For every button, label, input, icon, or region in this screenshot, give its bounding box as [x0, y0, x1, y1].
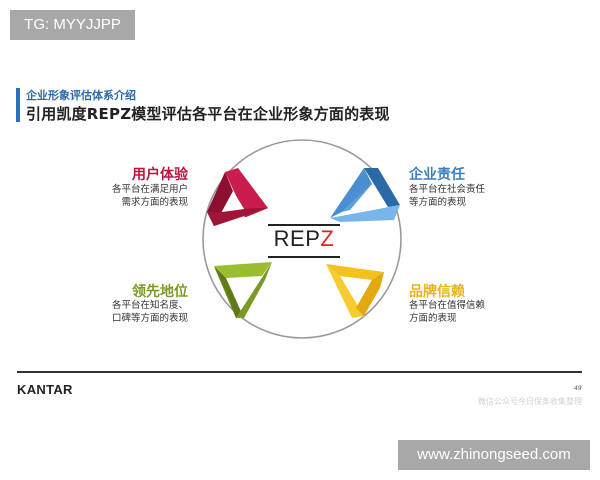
repz-main-text: REP [273, 226, 321, 251]
faint-footer-text: 微信公众号今日保条收集整理 [478, 397, 582, 406]
desc-line: 各平台在满足用户 [111, 184, 188, 195]
repz-accent-text: Z [320, 226, 335, 251]
desc-line: 各平台在值得信赖 [409, 300, 486, 311]
repz-top-rule [268, 224, 340, 226]
yellow-triangle-icon [326, 264, 384, 318]
desc-line: 口碑等方面的表现 [111, 313, 188, 324]
quadrant-title-corporate-responsibility: 企业责任 [409, 167, 465, 183]
quadrant-desc-corporate-responsibility: 各平台在社会责任 等方面的表现 [409, 183, 485, 209]
diagram-circle [202, 139, 402, 339]
desc-line: 等方面的表现 [409, 197, 467, 208]
watermark-top: TG: MYYJJPP [10, 10, 135, 40]
green-triangle-icon [214, 262, 272, 318]
watermark-bottom: www.zhinongseed.com [398, 440, 590, 470]
repz-bottom-rule [268, 256, 340, 258]
kantar-logo: KANTAR [17, 382, 73, 397]
red-triangle-icon [207, 168, 268, 226]
quadrant-title-user-experience: 用户体验 [132, 167, 188, 183]
quadrant-desc-brand-trust: 各平台在值得信赖 方面的表现 [409, 299, 485, 325]
quadrant-desc-user-experience: 各平台在满足用户 需求方面的表现 [88, 183, 188, 209]
quadrant-title-leading-position: 领先地位 [132, 284, 188, 300]
repz-center-label: REPZ [266, 226, 342, 252]
title-accent-bar [16, 88, 20, 122]
blue-triangle-icon [330, 168, 400, 222]
section-subtitle: 企业形象评估体系介绍 [26, 89, 136, 102]
desc-line: 需求方面的表现 [121, 197, 188, 208]
footer-divider [17, 371, 582, 373]
quadrant-desc-leading-position: 各平台在知名度、 口碑等方面的表现 [88, 299, 188, 325]
desc-line: 方面的表现 [409, 313, 457, 324]
quadrant-title-brand-trust: 品牌信赖 [409, 284, 465, 300]
desc-line: 各平台在知名度、 [111, 300, 188, 311]
desc-line: 各平台在社会责任 [409, 184, 486, 195]
page-number: 49 [574, 385, 582, 392]
page-title: 引用凯度REPZ模型评估各平台在企业形象方面的表现 [26, 105, 390, 123]
